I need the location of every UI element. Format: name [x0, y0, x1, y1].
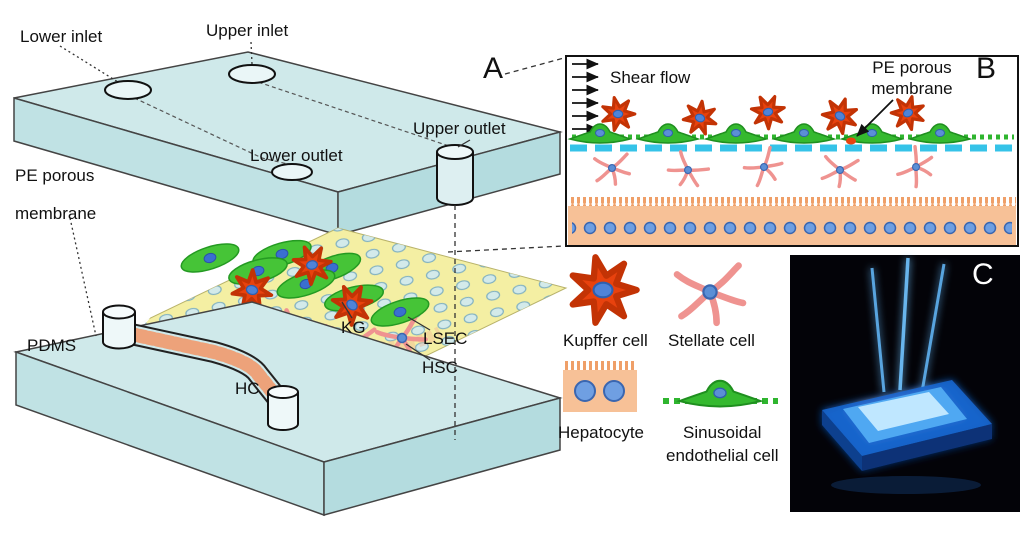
- upper-outlet-cylinder: [436, 144, 474, 206]
- stellate-cell-icon: [677, 266, 743, 323]
- top-pdms-slab: [13, 51, 563, 236]
- upper-inlet-label: Upper inlet: [206, 21, 289, 40]
- pdms-label: PDMS: [27, 336, 77, 355]
- sinusoidal-label-line1: Sinusoidal: [683, 423, 762, 442]
- outlet-cylinder: [267, 385, 299, 431]
- hepatocyte-channel: [111, 321, 293, 415]
- kupffer-cell-icon: [573, 257, 637, 323]
- kupffer-process: [846, 137, 856, 145]
- inlet-cylinder: [102, 304, 136, 350]
- panel-a-letter: A: [483, 52, 504, 85]
- upper-inlet-port: [228, 64, 276, 84]
- hepatocyte-label: Hepatocyte: [558, 423, 644, 442]
- pe-porous-label-line1: PE porous: [15, 166, 95, 185]
- chip-photo: [790, 255, 1020, 512]
- lower-inlet-label: Lower inlet: [20, 27, 103, 46]
- lsec-label: LSEC: [423, 329, 468, 348]
- legend: [563, 257, 778, 412]
- kupffer-cell-label: Kupffer cell: [563, 331, 648, 350]
- pe-membrane-label-line2: membrane: [871, 79, 953, 98]
- lower-outlet-label: Lower outlet: [250, 146, 343, 165]
- membrane-pointer-arrow: [856, 99, 894, 137]
- lower-outlet-port: [271, 163, 313, 181]
- upper-outlet-label: Upper outlet: [413, 119, 506, 138]
- pe-porous-label-line2: membrane: [15, 204, 97, 223]
- bottom-pdms-slab: [13, 301, 563, 517]
- panel-c-letter: C: [972, 258, 994, 291]
- hepatocyte-icon: [563, 361, 637, 412]
- shear-flow-label: Shear flow: [610, 68, 691, 87]
- hsc-label: HSC: [422, 358, 458, 377]
- sinusoidal-endothelial-icon: [663, 379, 778, 408]
- pe-membrane-label-line1: PE porous: [872, 58, 952, 77]
- sinusoidal-label-line2: endothelial cell: [666, 446, 779, 465]
- lower-inlet-port: [104, 80, 152, 100]
- hepatocyte-layer: [568, 197, 1016, 245]
- hc-label: HC: [235, 379, 260, 398]
- kg-label: KG: [341, 318, 366, 337]
- panel-b-schematic: [565, 55, 1019, 247]
- guide-lines: [59, 41, 565, 440]
- stellate-cell-label: Stellate cell: [668, 331, 755, 350]
- panel-b-letter: B: [976, 52, 997, 85]
